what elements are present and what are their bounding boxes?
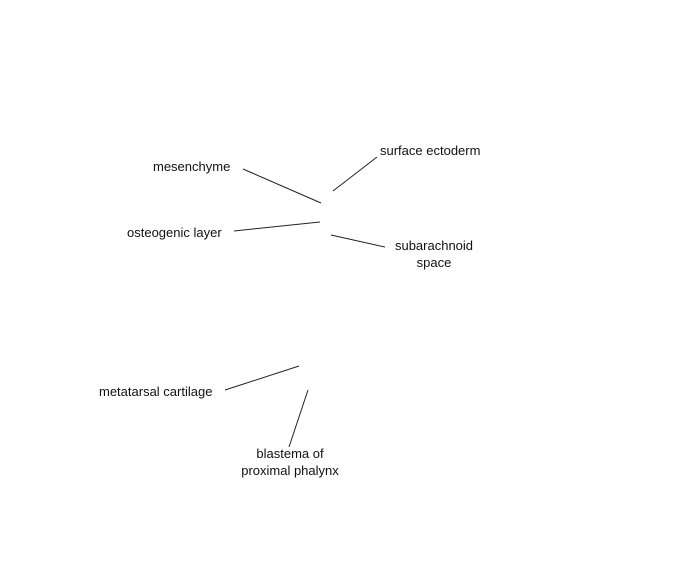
leader-line-mesenchyme (242, 168, 322, 204)
leader-line-blastema (288, 389, 309, 448)
label-blastema-of-proximal-phalynx: blastema of proximal phalynx (241, 446, 339, 478)
label-mesenchyme: mesenchyme (153, 159, 231, 174)
leader-line-subarachnoid-space (330, 234, 386, 248)
leader-line-osteogenic-layer (233, 221, 321, 232)
label-surface-ectoderm: surface ectoderm (380, 143, 481, 158)
leader-line-metatarsal-cartilage (224, 365, 300, 391)
label-osteogenic-layer: osteogenic layer (127, 225, 222, 240)
label-metatarsal-cartilage: metatarsal cartilage (99, 384, 213, 399)
leader-line-surface-ectoderm (332, 156, 378, 192)
label-subarachnoid-space: subarachnoid space (394, 238, 474, 270)
